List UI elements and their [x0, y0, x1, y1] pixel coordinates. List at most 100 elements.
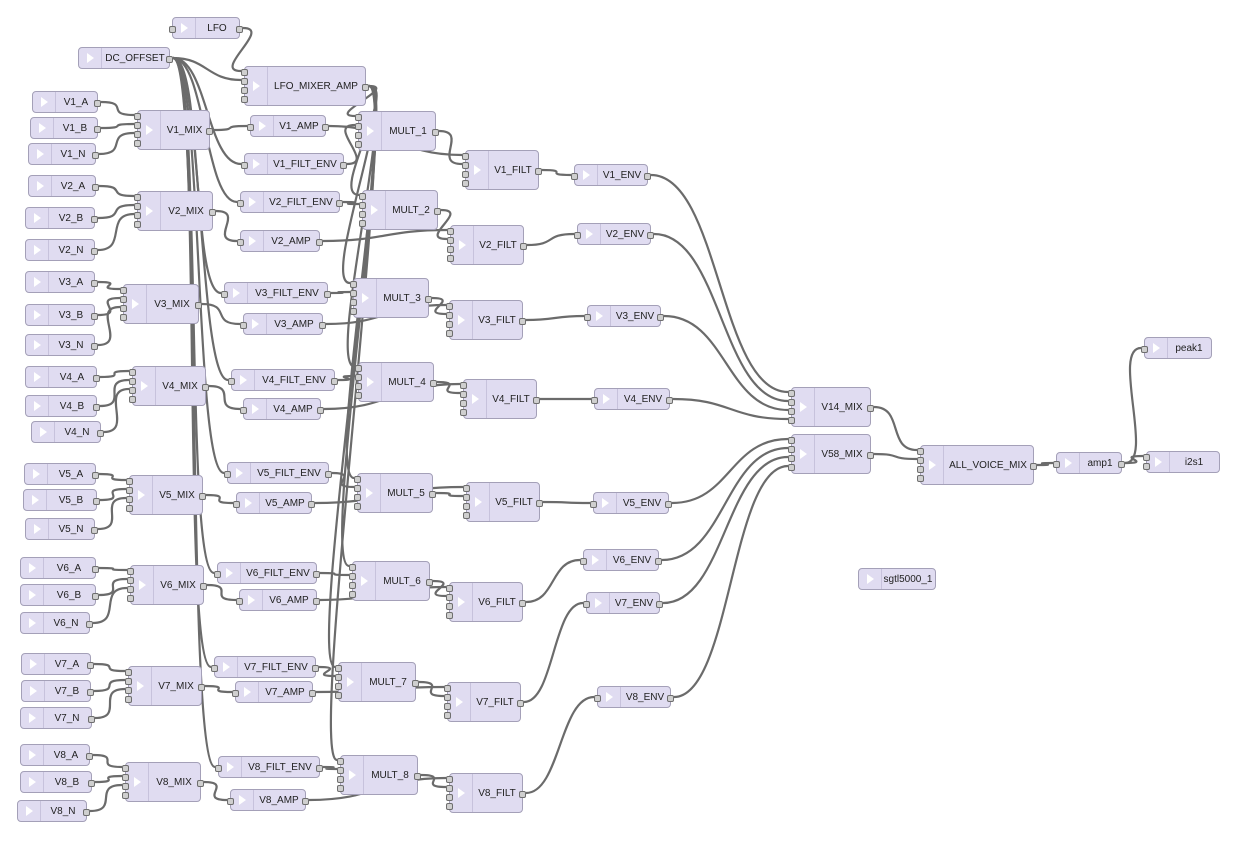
output-port[interactable] — [312, 664, 319, 672]
input-port[interactable] — [337, 784, 344, 792]
input-port[interactable] — [355, 382, 362, 390]
input-port[interactable] — [917, 465, 924, 473]
wire-v5-b-to-v5-mix[interactable] — [99, 487, 127, 502]
wire-v1-filt-to-v1-env[interactable] — [541, 168, 572, 177]
input-port[interactable] — [169, 25, 176, 33]
input-port[interactable] — [127, 567, 134, 575]
input-port[interactable] — [355, 140, 362, 148]
wire-v6-b-to-v6-mix[interactable] — [98, 577, 128, 597]
input-port[interactable] — [446, 784, 453, 792]
output-port[interactable] — [92, 565, 99, 573]
wire-v8-n-to-v8-mix[interactable] — [89, 783, 123, 813]
input-port[interactable] — [237, 199, 244, 207]
output-port[interactable] — [412, 679, 419, 687]
wire-amp1-to-i2s1[interactable] — [1124, 454, 1144, 465]
input-port[interactable] — [350, 280, 357, 288]
node-v58-mix[interactable]: V58_MIX — [788, 434, 874, 474]
input-port[interactable] — [594, 694, 601, 702]
wire-v2-filt-env-to-mult-2[interactable] — [342, 200, 360, 206]
input-port[interactable] — [462, 152, 469, 160]
node-v8-n[interactable]: V8_N — [17, 800, 90, 822]
input-port[interactable] — [228, 377, 235, 385]
input-port[interactable] — [463, 484, 470, 492]
input-port[interactable] — [232, 689, 239, 697]
node-v4-mix[interactable]: V4_MIX — [129, 366, 209, 406]
input-port[interactable] — [446, 311, 453, 319]
output-port[interactable] — [426, 578, 433, 586]
input-port[interactable] — [224, 470, 231, 478]
node-mult-8[interactable]: MULT_8 — [337, 755, 421, 795]
node-v14-mix[interactable]: V14_MIX — [788, 387, 874, 427]
wire-v2-a-to-v2-mix[interactable] — [98, 184, 135, 198]
output-port[interactable] — [644, 172, 651, 180]
node-v2-amp[interactable]: V2_AMP — [237, 230, 323, 252]
input-port[interactable] — [447, 254, 454, 262]
node-v4-a[interactable]: V4_A — [25, 366, 100, 388]
input-port[interactable] — [214, 570, 221, 578]
wire-v3-a-to-v3-mix[interactable] — [97, 280, 121, 291]
node-v2-filt[interactable]: V2_FILT — [447, 225, 527, 265]
wire-mult-3-to-v3-filt[interactable] — [431, 296, 447, 316]
wire-v6-a-to-v6-mix[interactable] — [98, 566, 128, 572]
node-v6-filt-env[interactable]: V6_FILT_ENV — [214, 562, 320, 584]
input-port[interactable] — [788, 463, 795, 471]
output-port[interactable] — [86, 752, 93, 760]
wire-v8-b-to-v8-mix[interactable] — [94, 774, 123, 784]
input-port[interactable] — [355, 122, 362, 130]
input-port[interactable] — [335, 673, 342, 681]
node-v6-n[interactable]: V6_N — [20, 612, 93, 634]
node-v8-env[interactable]: V8_ENV — [594, 686, 674, 708]
wire-v1-b-to-v1-mix[interactable] — [100, 122, 135, 130]
output-port[interactable] — [429, 490, 436, 498]
node-v3-env[interactable]: V3_ENV — [584, 305, 664, 327]
node-v7-b[interactable]: V7_B — [21, 680, 94, 702]
wire-mult-5-to-v5-filt[interactable] — [435, 491, 464, 498]
output-port[interactable] — [91, 279, 98, 287]
input-port[interactable] — [129, 368, 136, 376]
output-port[interactable] — [93, 497, 100, 505]
node-v2-b[interactable]: V2_B — [25, 207, 98, 229]
input-port[interactable] — [127, 585, 134, 593]
output-port[interactable] — [317, 406, 324, 414]
wire-v6-env-to-v58-mix[interactable] — [661, 446, 789, 562]
input-port[interactable] — [917, 447, 924, 455]
node-v1-a[interactable]: V1_A — [32, 91, 101, 113]
wire-mult-1-to-v1-filt[interactable] — [438, 129, 463, 166]
input-port[interactable] — [349, 572, 356, 580]
output-port[interactable] — [91, 526, 98, 534]
output-port[interactable] — [655, 557, 662, 565]
input-port[interactable] — [584, 313, 591, 321]
output-port[interactable] — [656, 600, 663, 608]
input-port[interactable] — [444, 702, 451, 710]
output-port[interactable] — [91, 342, 98, 350]
wire-v8-env-to-v58-mix[interactable] — [673, 464, 789, 699]
output-port[interactable] — [517, 699, 524, 707]
input-port[interactable] — [359, 192, 366, 200]
node-v2-env[interactable]: V2_ENV — [574, 223, 654, 245]
output-port[interactable] — [313, 597, 320, 605]
output-port[interactable] — [93, 374, 100, 382]
input-port[interactable] — [354, 502, 361, 510]
input-port[interactable] — [355, 113, 362, 121]
input-port[interactable] — [788, 436, 795, 444]
input-port[interactable] — [120, 304, 127, 312]
input-port[interactable] — [134, 112, 141, 120]
input-port[interactable] — [446, 329, 453, 337]
node-v4-amp[interactable]: V4_AMP — [240, 398, 324, 420]
input-port[interactable] — [126, 486, 133, 494]
input-port[interactable] — [446, 602, 453, 610]
input-port[interactable] — [359, 210, 366, 218]
wire-v3-filt-env-to-mult-3[interactable] — [330, 290, 351, 295]
input-port[interactable] — [337, 766, 344, 774]
input-port[interactable] — [447, 245, 454, 253]
node-v4-n[interactable]: V4_N — [31, 421, 104, 443]
output-port[interactable] — [647, 231, 654, 239]
input-port[interactable] — [354, 493, 361, 501]
input-port[interactable] — [444, 684, 451, 692]
output-port[interactable] — [91, 312, 98, 320]
output-port[interactable] — [92, 151, 99, 159]
output-port[interactable] — [88, 715, 95, 723]
input-port[interactable] — [446, 611, 453, 619]
node-v7-n[interactable]: V7_N — [20, 707, 95, 729]
